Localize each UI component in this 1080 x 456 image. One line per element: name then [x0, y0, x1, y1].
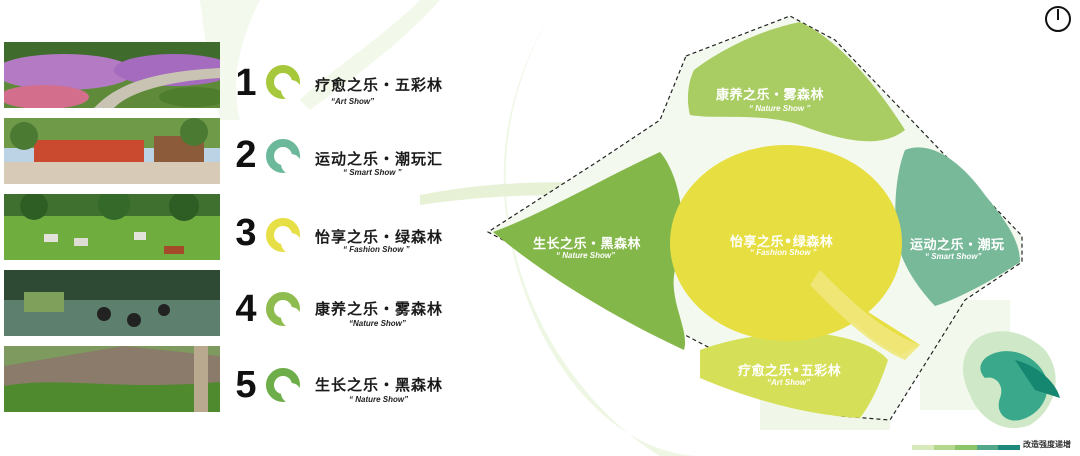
zone-west-subtitle: “ Nature Show”	[556, 251, 616, 260]
photo-mist-forest	[4, 270, 220, 336]
item-subtitle: “Art Show”	[331, 97, 375, 106]
legend-label: 改造强度递增	[1023, 440, 1071, 449]
photo-black-forest	[4, 346, 220, 412]
intensity-legend	[912, 445, 1020, 450]
zone-center	[670, 145, 902, 341]
item-subtitle: “ Fashion Show ”	[343, 245, 410, 254]
ring-icon	[266, 139, 301, 174]
leaf-logo-icon	[963, 331, 1060, 429]
item-number: 4	[235, 288, 257, 330]
item-number: 5	[235, 364, 257, 406]
photo-flower-garden	[4, 42, 220, 108]
ring-icon	[266, 218, 301, 253]
item-title: 运动之乐・潮玩汇	[315, 150, 444, 168]
item-number: 2	[235, 134, 257, 176]
ring-icon	[266, 368, 301, 403]
item-title: 疗愈之乐・五彩林	[315, 76, 444, 94]
item-title: 康养之乐・雾森林	[315, 300, 444, 318]
item-number: 3	[235, 212, 257, 254]
zone-south	[700, 333, 888, 418]
ring-icon	[266, 65, 301, 100]
zone-east-subtitle: “ Smart Show”	[925, 252, 982, 261]
legend-swatch	[998, 445, 1020, 450]
photo-lawn	[4, 194, 220, 260]
zone-west	[493, 152, 686, 350]
legend-swatch	[976, 445, 999, 450]
legend-swatch	[912, 445, 934, 450]
zone-center-title: 怡享之乐•绿森林	[730, 235, 834, 250]
item-number: 1	[235, 62, 257, 104]
zone-east	[895, 147, 1020, 306]
zone-center-subtitle: “ Fashion Show ”	[750, 248, 817, 257]
zone-south-title: 疗愈之乐•五彩林	[738, 364, 842, 379]
zone-south-subtitle: “Art Show”	[767, 378, 811, 387]
item-subtitle: “ Smart Show ”	[343, 168, 402, 177]
zone-north-subtitle: “ Nature Show ”	[749, 104, 811, 113]
map-swoosh	[810, 270, 920, 360]
legend-swatch	[955, 445, 977, 450]
item-title: 怡享之乐・绿森林	[315, 228, 444, 246]
zone-north	[687, 22, 905, 142]
ring-icon	[266, 292, 301, 327]
legend-swatch	[933, 445, 956, 450]
item-subtitle: “ Nature Show”	[349, 395, 409, 404]
item-subtitle: “Nature Show”	[349, 319, 406, 328]
item-title: 生长之乐・黑森林	[315, 376, 444, 394]
zone-east-title: 运动之乐・潮玩	[910, 238, 1005, 253]
zone-west-title: 生长之乐・黑森林	[533, 237, 642, 252]
zone-north-title: 康养之乐・雾森林	[716, 88, 825, 103]
photo-plaza-playground	[4, 118, 220, 184]
power-icon[interactable]	[1043, 3, 1073, 33]
